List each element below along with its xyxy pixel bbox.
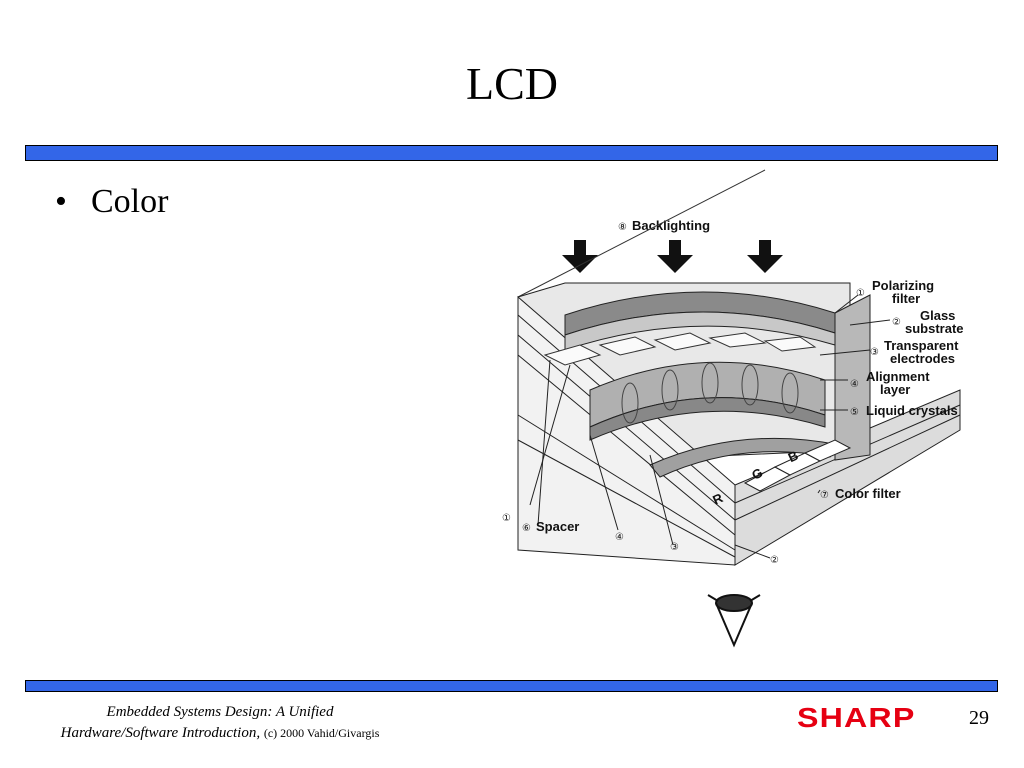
num-3-bottom: ③ [670,542,679,553]
num-4-bottom: ④ [615,532,624,543]
footer-citation: Embedded Systems Design: A Unified Hardw… [30,702,410,744]
bullet-text: Color [91,183,169,220]
electrodes-label-1: Transparent [884,338,959,353]
sharp-logo: SHARP [797,702,916,733]
alignment-label-2: layer [880,382,910,397]
backlighting-label: Backlighting [632,218,710,233]
alignment-label-1: Alignment [866,369,930,384]
liquid-label: Liquid crystals [866,403,958,418]
lcd-layers-diagram: ⑧ Backlighting [502,169,964,648]
bullet-dot-icon: • [55,183,67,220]
top-divider-bar [25,145,998,161]
num-6: ⑥ [522,523,531,534]
page-number: 29 [969,707,989,729]
num-1: ① [856,288,865,299]
polarizing-label-1: Polarizing [872,278,934,293]
num-1-bottom: ① [502,513,511,524]
footer-line-2: Hardware/Software Introduction, (c) 2000… [30,723,410,744]
glass-label-2: substrate [905,321,964,336]
eye-icon [707,594,761,648]
num-7: ⑦ [820,490,829,501]
spacer-label: Spacer [536,519,579,534]
num-4: ④ [850,379,859,390]
backlighting-num: ⑧ [618,222,627,233]
num-5: ⑤ [850,407,859,418]
footer-line-2-text: Hardware/Software Introduction, [60,725,261,741]
color-filter-label: Color filter [835,486,901,501]
bullet-item: • Color [55,180,168,224]
slide-title: LCD [466,58,558,109]
bottom-divider-bar [25,680,998,692]
footer-copyright: (c) 2000 Vahid/Givargis [263,726,380,740]
num-2: ② [892,317,901,328]
backlight-arrows [562,240,783,273]
glass-label-1: Glass [920,308,955,323]
electrodes-label-2: electrodes [890,351,955,366]
polarizing-label-2: filter [892,291,920,306]
num-2-bottom: ② [770,555,779,566]
footer-line-1: Embedded Systems Design: A Unified [106,704,334,720]
num-3: ③ [870,347,879,358]
